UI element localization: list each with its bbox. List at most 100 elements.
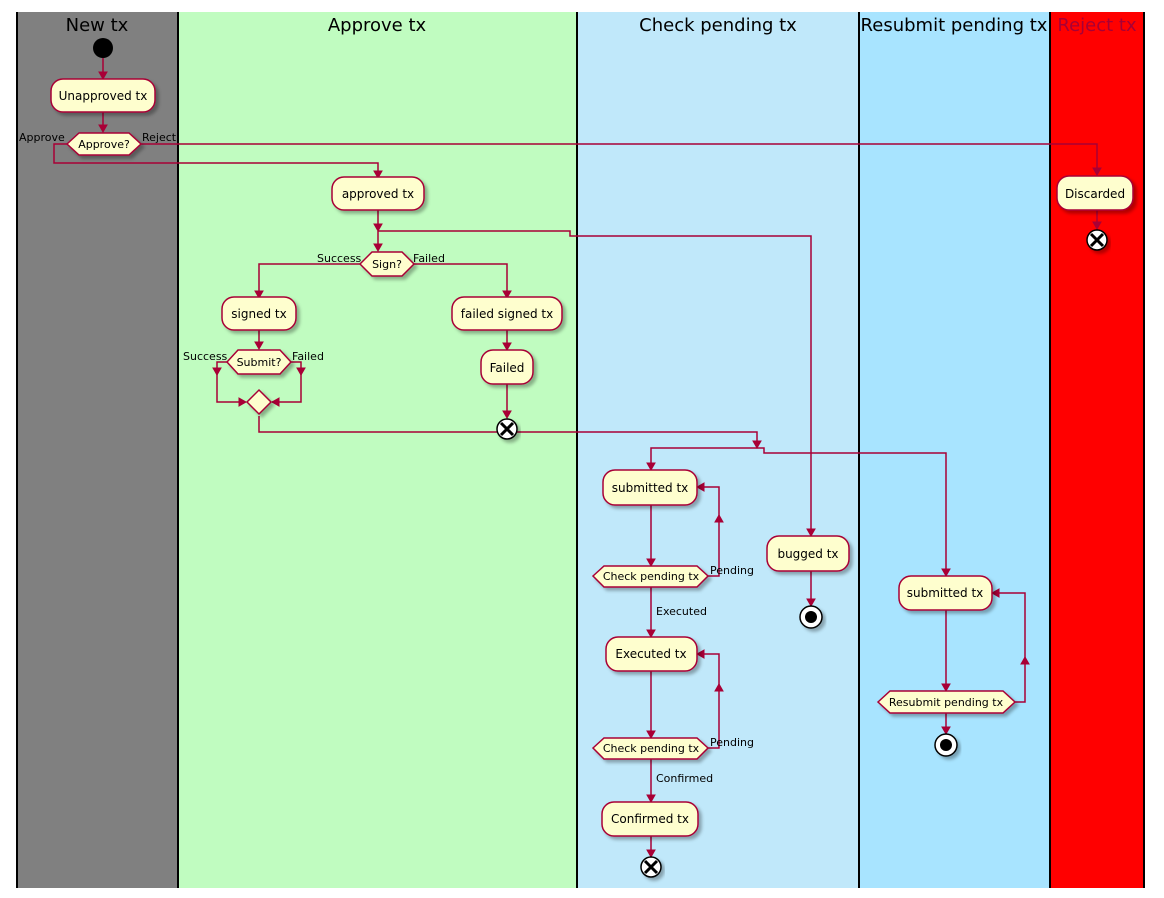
arrowhead [1092,167,1102,177]
lane-approve-tx-bg [178,12,577,888]
activity-failed-signed-tx: failed signed tx [451,296,563,331]
activity-discarded: Discarded [1056,175,1134,211]
arrowhead [254,290,264,300]
edge-label-pending-1: Pending [710,564,754,577]
activity-submitted-tx-check: submitted tx [602,469,698,506]
activity-label: submitted tx [612,481,689,495]
edge-approve-reject [141,143,1098,174]
edge-label-submit-success: Success [183,350,228,363]
arrowhead [941,568,951,578]
activity-signed-tx: signed tx [221,296,297,331]
arrowhead [502,410,512,420]
stop-node-bugged [799,605,823,629]
arrowhead [695,649,705,659]
arrowhead [373,223,383,233]
decision-sign: Sign? [358,251,416,277]
arrowhead [714,682,724,692]
edge-checkpending1-pending [697,486,720,577]
arrowhead [806,528,816,538]
arrowhead [646,629,656,639]
activity-label: Executed tx [615,647,686,661]
decision-submit: Submit? [225,349,293,375]
arrowhead [646,794,656,804]
edge-label-approve: Approve [19,131,65,144]
decision-label: Check pending tx [603,570,700,583]
activity-confirmed-tx: Confirmed tx [601,801,699,837]
arrowhead [646,558,656,568]
edge-fork2-submitted-resubmit [757,447,947,575]
edge-label-sign-success: Success [317,252,362,265]
edge-sign-failed [414,263,508,297]
activity-submitted-tx-resubmit: submitted tx [898,575,993,611]
arrowhead [941,683,951,693]
activity-label: Unapproved tx [59,89,148,103]
decision-label: Submit? [237,356,282,369]
edge-label-confirmed: Confirmed [656,772,713,785]
edge-sign-success [258,263,360,297]
merge-diamond [245,388,273,416]
edge-label-reject: Reject [142,131,177,144]
activity-label: Confirmed tx [611,812,689,826]
arrowhead [373,243,383,253]
stop-node-resubmit [934,733,958,757]
arrowhead [502,342,512,352]
arrowhead [254,341,264,351]
arrowhead [1020,655,1030,665]
edge-submit-failed [272,361,302,403]
activity-label: approved tx [342,187,414,201]
end-node-failed [496,418,518,440]
decision-label: Sign? [372,258,402,271]
arrowhead [98,124,108,134]
activity-approved-tx: approved tx [331,176,425,211]
edge-label-executed: Executed [656,605,707,618]
arrowhead [752,440,762,450]
arrowhead [270,397,280,407]
end-node-discarded [1086,229,1108,251]
end-node-confirmed [640,856,662,878]
lane-title-resubmit-pending: Resubmit pending tx [861,15,1048,36]
edge-fork2-submitted-check [650,447,757,469]
decision-label: Check pending tx [603,742,700,755]
arrowhead [646,849,656,859]
arrowhead [806,598,816,608]
edge-approve-yes [53,143,379,176]
decision-label: Resubmit pending tx [889,696,1004,709]
activity-label: failed signed tx [461,307,554,321]
lane-new-tx-bg [17,12,178,888]
edge-checkpending2-pending [697,653,720,749]
activity-label: submitted tx [907,586,984,600]
activity-bugged-tx: bugged tx [766,535,850,572]
arrowhead [296,367,306,377]
decision-check-pending-1: Check pending tx [591,565,710,588]
activity-label: signed tx [231,307,286,321]
edge-label-submit-failed: Failed [292,350,324,363]
arrowhead [373,170,383,180]
activity-unapproved-tx: Unapproved tx [50,78,156,113]
activity-label: bugged tx [777,547,838,561]
edge-submit-success [216,361,245,403]
arrowhead [212,367,222,377]
arrowhead [502,290,512,300]
decision-approve: Approve? [65,132,143,156]
edge-resubmitpending-loop [992,592,1026,703]
arrowhead [941,726,951,736]
edge-label-pending-2: Pending [710,736,754,749]
arrowhead [695,482,705,492]
decision-resubmit-pending: Resubmit pending tx [876,690,1017,714]
arrowhead [98,71,108,81]
arrowhead [1092,221,1102,231]
start-node [93,38,113,58]
edge-label-sign-failed: Failed [413,252,445,265]
arrowhead [238,397,248,407]
edges [53,58,1102,859]
activity-failed: Failed [480,349,534,385]
lane-title-new-tx: New tx [66,15,129,36]
activity-label: Failed [490,361,525,375]
decision-check-pending-2: Check pending tx [591,737,710,760]
edge-fork-bugged [378,230,812,535]
arrowhead [990,588,1000,598]
arrowhead [714,513,724,523]
lane-title-approve-tx: Approve tx [328,15,427,36]
decision-label: Approve? [78,138,130,151]
